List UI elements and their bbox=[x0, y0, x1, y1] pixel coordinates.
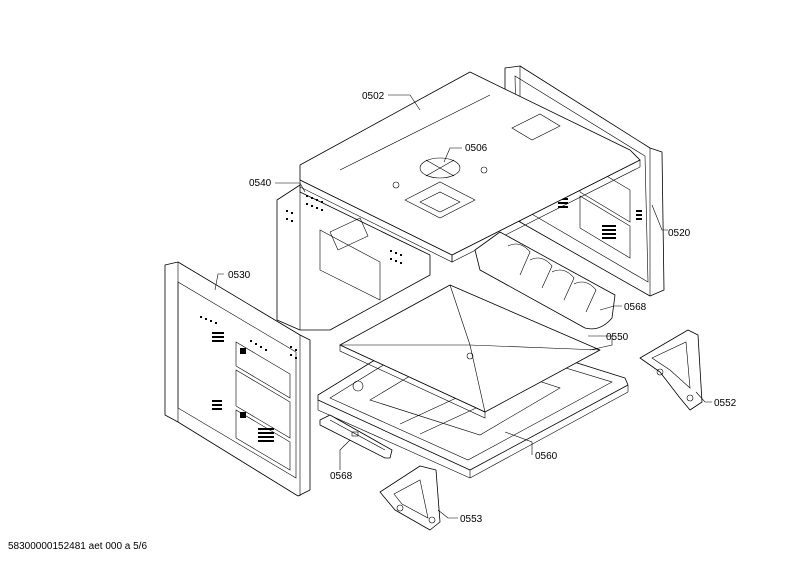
leader-lines bbox=[214, 94, 712, 519]
part-0550-bottom-cover bbox=[339, 284, 601, 419]
label-0553: 0553 bbox=[460, 514, 483, 525]
part-0530-left-side-panel bbox=[164, 261, 311, 497]
part-0553-bracket bbox=[379, 465, 441, 531]
label-0502: 0502 bbox=[362, 91, 385, 102]
part-0540-rear-panel bbox=[276, 184, 431, 331]
label-0540: 0540 bbox=[249, 178, 272, 189]
document-footer-id: 58300000152481 aet 000 a 5/6 bbox=[8, 541, 148, 552]
label-0520: 0520 bbox=[668, 228, 691, 239]
part-0502-top-panel bbox=[299, 71, 641, 263]
label-0568-top: 0568 bbox=[624, 302, 647, 313]
part-0552-bracket bbox=[639, 329, 703, 411]
label-0560: 0560 bbox=[535, 451, 558, 462]
label-0506: 0506 bbox=[465, 143, 488, 154]
label-0530: 0530 bbox=[228, 270, 251, 281]
label-0550: 0550 bbox=[606, 332, 629, 343]
part-0568-bottom-rail bbox=[319, 414, 393, 459]
part-0568-fan-shroud bbox=[474, 231, 616, 330]
label-0552: 0552 bbox=[714, 398, 737, 409]
label-0568-bottom: 0568 bbox=[330, 471, 353, 482]
part-labels: 0502 0506 0540 0520 0530 0568 0550 0552 … bbox=[228, 91, 737, 525]
